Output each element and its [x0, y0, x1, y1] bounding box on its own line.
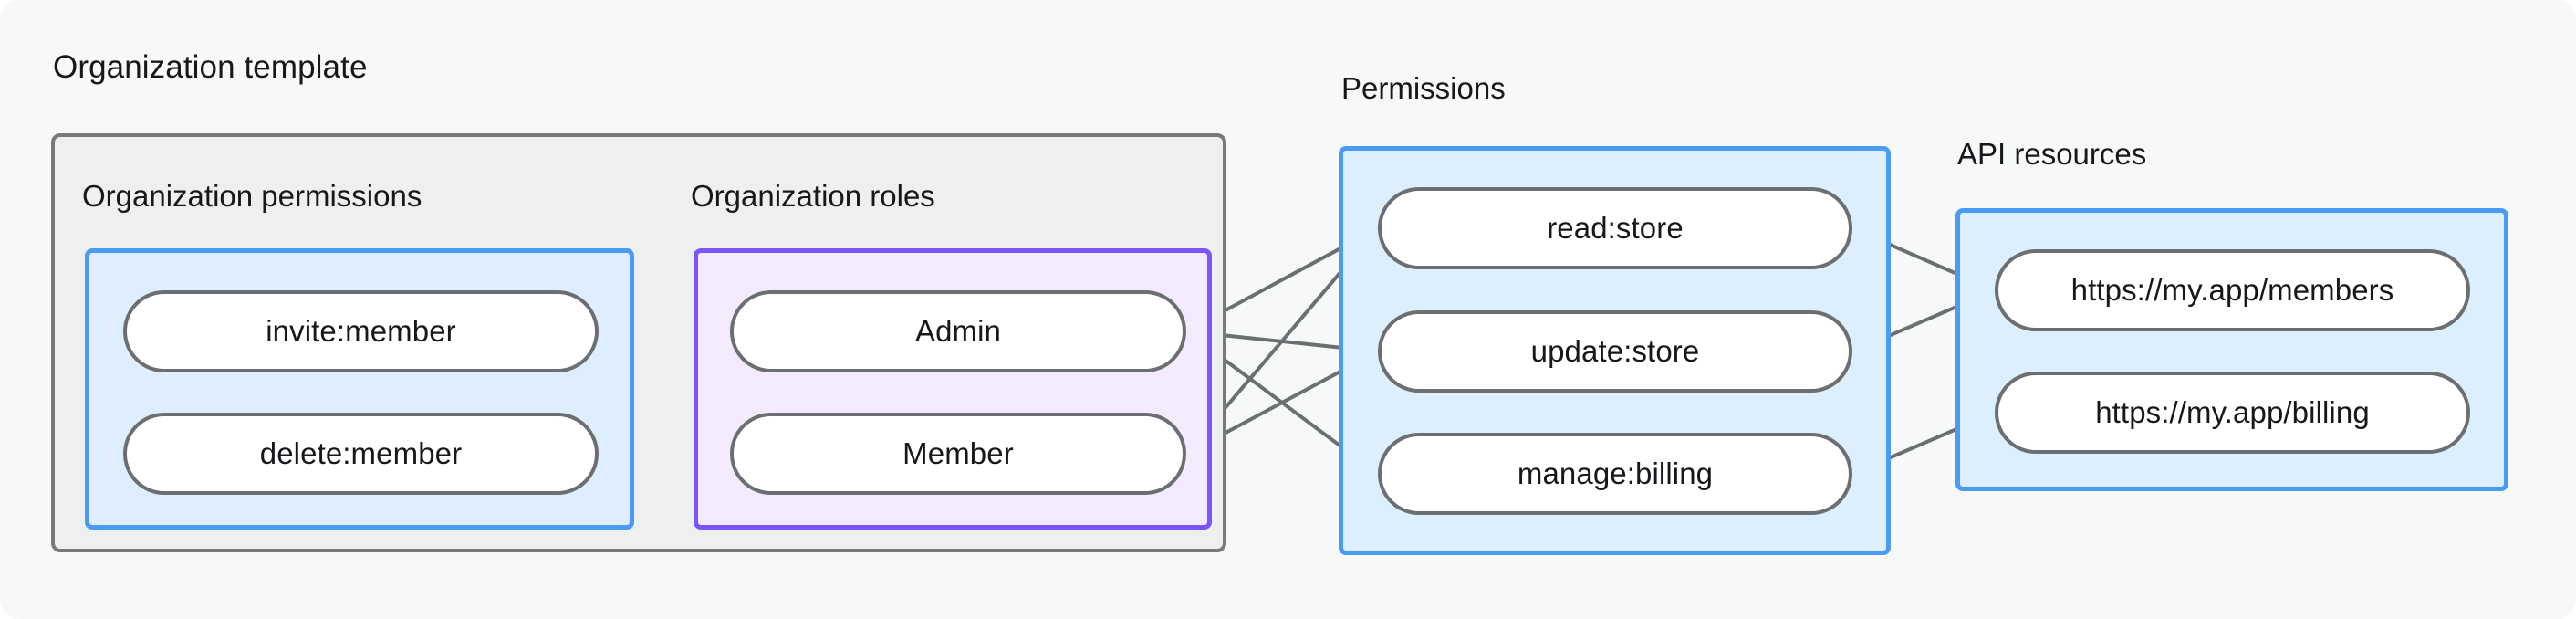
group-title-organization-roles: Organization roles — [691, 179, 935, 213]
node-permission-update-store[interactable]: update:store — [1378, 310, 1852, 393]
group-title-api-resources: API resources — [1957, 137, 2147, 171]
group-title-organization-permissions: Organization permissions — [82, 179, 422, 213]
node-api-resource-members[interactable]: https://my.app/members — [1995, 249, 2470, 331]
node-delete-member[interactable]: delete:member — [123, 413, 599, 495]
node-permission-read-store[interactable]: read:store — [1378, 187, 1852, 269]
node-api-resource-billing[interactable]: https://my.app/billing — [1995, 372, 2470, 454]
node-role-member[interactable]: Member — [730, 413, 1186, 495]
group-title-permissions: Permissions — [1341, 71, 1506, 105]
node-role-admin[interactable]: Admin — [730, 290, 1186, 372]
node-invite-member[interactable]: invite:member — [123, 290, 599, 372]
group-title-organization-template: Organization template — [53, 49, 368, 85]
node-permission-manage-billing[interactable]: manage:billing — [1378, 433, 1852, 515]
